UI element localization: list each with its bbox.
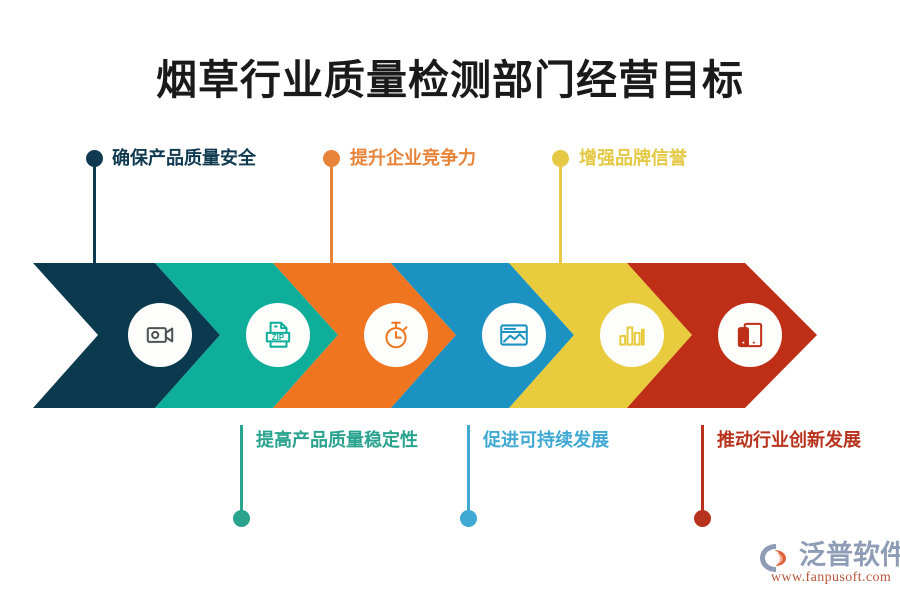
brand-logo: 泛普软件 www.fanpusoft.com (757, 538, 900, 590)
connector-dot-3 (323, 150, 340, 167)
connector-stem-4 (460, 425, 477, 527)
callout-label-3: 提升企业竞争力 (350, 148, 476, 168)
connector-dot-1 (86, 150, 103, 167)
icon-badge-5 (600, 303, 664, 367)
image-window-icon (497, 318, 531, 352)
video-camera-icon (143, 318, 177, 352)
devices-icon (733, 318, 767, 352)
callout-label-6: 推动行业创新发展 (717, 430, 861, 450)
svg-text:ZIP: ZIP (272, 333, 284, 342)
icon-badge-6 (718, 303, 782, 367)
stopwatch-icon (379, 318, 413, 352)
connector-dot-4 (460, 510, 477, 527)
connector-stem-2 (233, 425, 250, 527)
connector-stem-3 (323, 150, 340, 264)
callout-label-1: 确保产品质量安全 (112, 148, 256, 168)
callout-label-2: 提高产品质量稳定性 (256, 430, 418, 450)
fanpu-logo-icon (757, 542, 797, 579)
icon-badge-4 (482, 303, 546, 367)
callout-label-5: 增强品牌信誉 (579, 148, 687, 168)
zip-file-icon: ZIP (261, 318, 295, 352)
bar-chart-icon (615, 318, 649, 352)
connector-stem-5 (552, 150, 569, 264)
icon-badge-3 (364, 303, 428, 367)
page-title: 烟草行业质量检测部门经营目标 (156, 57, 744, 103)
icon-badge-1 (128, 303, 192, 367)
logo-wordmark: 泛普软件 (799, 540, 900, 570)
connector-dot-6 (694, 510, 711, 527)
connector-dot-5 (552, 150, 569, 167)
logo-url: www.fanpusoft.com (771, 570, 892, 585)
icon-badge-2: ZIP (246, 303, 310, 367)
connector-dot-2 (233, 510, 250, 527)
callout-label-4: 促进可持续发展 (483, 430, 609, 450)
connector-stem-1 (86, 150, 103, 264)
connector-stem-6 (694, 425, 711, 527)
